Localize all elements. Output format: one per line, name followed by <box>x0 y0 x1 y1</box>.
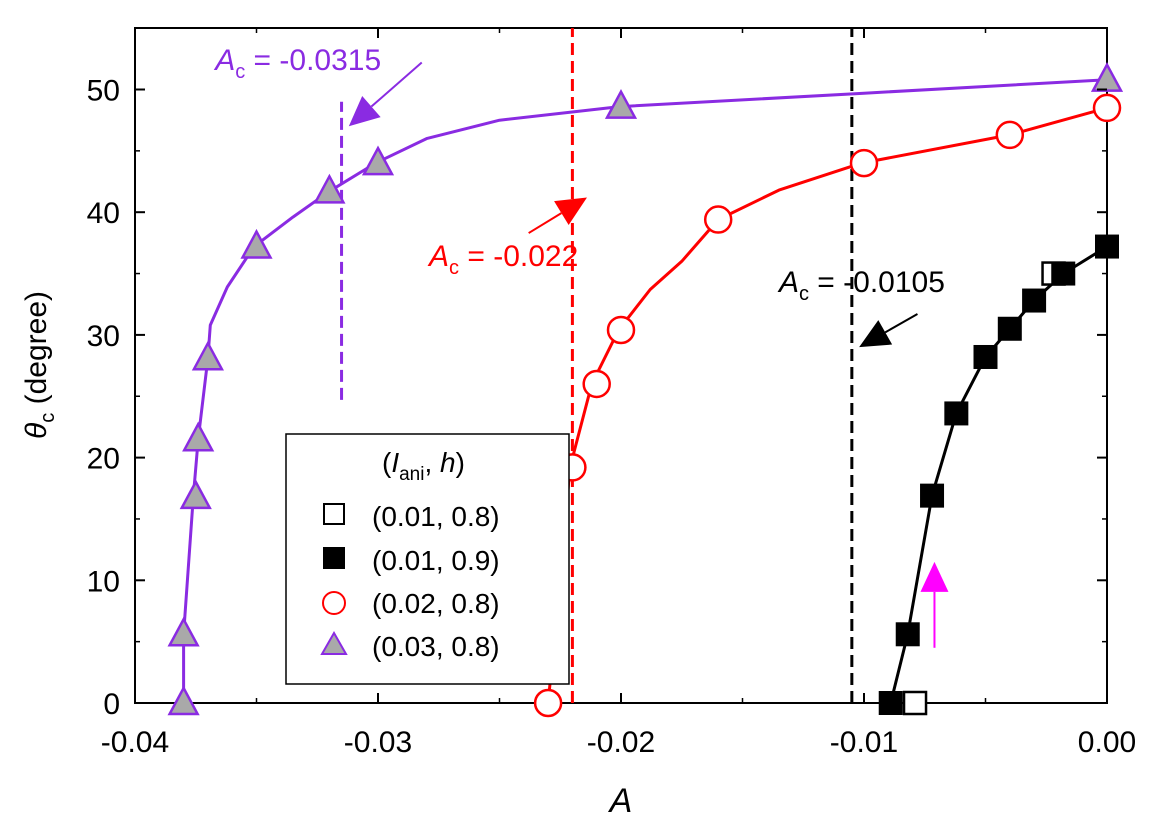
data-point-open-circle <box>703 205 733 234</box>
data-point-open-circle <box>606 315 636 345</box>
x-axis-label: A <box>608 782 633 820</box>
y-tick-label: 0 <box>103 688 120 721</box>
annotation-arrow-stem <box>884 313 918 334</box>
data-point-open-circle <box>849 148 879 178</box>
y-tick-label: 50 <box>87 75 120 108</box>
annotation-arrow-head <box>554 197 587 226</box>
series-curve <box>889 245 1108 704</box>
axis-ticks: -0.04 -0.03 -0.02 -0.01 0.00 0 10 20 30 40 50 <box>87 27 1136 759</box>
y-axis-label: θc (degree) <box>20 291 59 439</box>
legend-title: (Iani, h) <box>382 447 465 485</box>
data-point-triangle <box>313 173 346 204</box>
annotation-arrow-head <box>859 320 893 348</box>
series-curve <box>546 106 1108 704</box>
legend-label-1: (0.01, 0.8) <box>372 501 500 532</box>
data-point-triangle <box>191 340 224 371</box>
data-point-filled-square <box>944 401 969 426</box>
data-point-triangle <box>1090 62 1124 92</box>
data-point-filled-square <box>973 344 998 369</box>
series-curve <box>182 78 1108 703</box>
x-tick-label: -0.01 <box>830 726 898 759</box>
y-tick-label: 10 <box>87 565 120 598</box>
annotation-arrow-head <box>920 561 949 592</box>
annotation-arrow-head <box>348 96 381 127</box>
x-tick-label: -0.03 <box>344 726 412 759</box>
data-point-open-circle <box>582 369 611 399</box>
annotations: Ac = -0.0315 Ac = -0.022 Ac = -0.0105 <box>213 44 949 648</box>
data-point-triangle <box>240 228 273 259</box>
data-point-triangle <box>167 685 200 716</box>
critical-value-annotation: Ac = -0.0315 <box>213 44 381 83</box>
data-point-triangle <box>167 616 200 647</box>
data-point-filled-square <box>997 316 1022 341</box>
legend-marker-triangle <box>320 630 348 655</box>
annotation-arrow-stem <box>370 61 423 108</box>
data-point-triangle <box>182 421 215 452</box>
y-tick-label: 30 <box>87 320 120 353</box>
data-point-open-circle <box>533 688 563 718</box>
legend-marker-filled-square <box>323 547 345 569</box>
critical-value-annotation: Ac = -0.0105 <box>777 266 945 305</box>
data-point-filled-square <box>878 691 903 715</box>
legend-label-2: (0.01, 0.9) <box>372 545 500 576</box>
legend-marker-open-square <box>323 503 345 525</box>
y-tick-label: 40 <box>87 197 120 230</box>
data-point-filled-square <box>1095 234 1119 259</box>
reference-lines <box>340 28 854 703</box>
x-tick-label: 0.00 <box>1078 726 1136 759</box>
data-point-filled-square <box>1051 261 1076 286</box>
y-tick-label: 20 <box>87 443 120 476</box>
critical-value-annotation: Ac = -0.022 <box>427 240 578 279</box>
data-point-triangle <box>361 145 395 176</box>
data-point-triangle <box>179 479 212 510</box>
legend: (Iani, h) (0.01, 0.8) (0.01, 0.9) (0.02,… <box>285 433 570 685</box>
annotation-arrow-stem <box>528 212 562 234</box>
data-point-filled-square <box>1022 288 1047 313</box>
data-point-open-circle <box>995 120 1025 150</box>
data-markers <box>167 62 1124 718</box>
x-tick-label: -0.02 <box>587 726 655 759</box>
legend-marker-open-circle <box>322 591 346 615</box>
data-point-filled-square <box>920 483 945 508</box>
data-point-filled-square <box>895 622 920 647</box>
data-point-triangle <box>604 89 638 119</box>
legend-label-3: (0.02, 0.8) <box>372 588 500 619</box>
data-point-open-circle <box>1092 93 1122 123</box>
x-tick-label: -0.04 <box>101 726 169 759</box>
plot-frame <box>134 27 1108 704</box>
legend-label-4: (0.03, 0.8) <box>372 631 500 662</box>
data-point-open-square <box>902 690 928 716</box>
